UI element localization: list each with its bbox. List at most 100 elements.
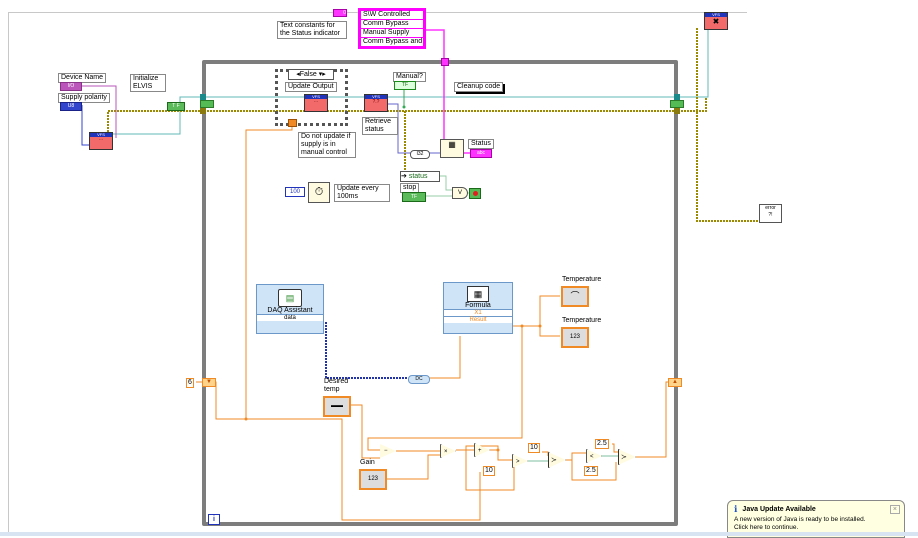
subtract-node-outline: −	[384, 448, 388, 454]
simple-error-handler-icon[interactable]: error?!	[759, 204, 782, 223]
shift-register-left	[200, 100, 214, 108]
wire-status-or	[438, 175, 452, 191]
daq-assistant-block[interactable]: ▤ DAQ Assistant data	[256, 284, 324, 334]
wait-ms-constant[interactable]: 100	[285, 187, 305, 197]
wire-junction	[520, 324, 524, 328]
unbundle-status: ➔ status	[400, 171, 440, 182]
initialize-elvis-vi[interactable]: VFS⋯	[89, 132, 113, 150]
status-tunnel	[441, 58, 449, 66]
update-every-comment: Update every 100ms	[334, 184, 390, 202]
status-strings-array: S\W Controlled Comm Bypass Manual Supply…	[358, 8, 426, 49]
wire-sel1-lt	[571, 452, 586, 460]
device-name-control[interactable]: I/O	[60, 82, 82, 91]
notification-body-line2: Click here to continue.	[734, 524, 799, 531]
close-icon[interactable]: ×	[889, 505, 900, 514]
gain-label: Gain	[360, 459, 375, 466]
daq-icon: ▤	[278, 289, 302, 307]
text-constants-comment: Text constants for the Status indicator	[277, 21, 347, 39]
wire-formula-result	[512, 295, 560, 327]
status-string: S\W Controlled	[361, 11, 423, 19]
temperature-chart-indicator: ⌒	[561, 286, 589, 307]
formula-input-x1[interactable]: X1	[444, 309, 512, 316]
desired-temp-slider[interactable]: ▬▬	[323, 396, 351, 417]
wire-device-name	[82, 85, 117, 138]
status-string: Comm Bypass and	[361, 38, 423, 46]
dynamic-data-converter: DC	[408, 375, 430, 384]
close-elvis-vi[interactable]: VFS✖	[704, 12, 728, 30]
boolean-constant[interactable]: T F	[167, 102, 185, 111]
lower-compare-constant[interactable]: 2.5	[584, 466, 598, 476]
tunnel-error-in	[200, 108, 206, 114]
or-gate: V	[452, 187, 468, 199]
wire-status-strings	[424, 29, 445, 146]
info-icon: ℹ	[734, 504, 738, 514]
temperature-numeric-indicator: 123	[561, 327, 589, 348]
wire-reference	[112, 28, 709, 135]
desired-temp-label: Desired temp	[324, 378, 349, 393]
compare-limit-constant[interactable]: 10	[483, 466, 495, 476]
wire-sel1-out	[566, 459, 617, 481]
loop-condition-terminal[interactable]	[469, 188, 481, 199]
wait-metronome-icon: ⏱	[308, 182, 330, 203]
shift-register-right	[670, 100, 684, 108]
update-output-label: Update Output	[285, 82, 337, 92]
shift-register-orange-left: ▼	[202, 378, 216, 387]
lower-limit-constant[interactable]: 2.5	[595, 439, 609, 449]
do-not-update-comment: Do not update if supply is in manual con…	[298, 132, 356, 158]
shift-init-constant[interactable]: 6	[186, 378, 194, 388]
while-loop[interactable]	[202, 60, 678, 526]
retrieve-status-comment: Retrieve status	[362, 117, 398, 135]
status-indicator-label: Status	[468, 139, 494, 149]
stop-button-terminal[interactable]: TF	[402, 192, 426, 202]
notification-title: Java Update Available	[742, 506, 816, 513]
formula-calculator-icon: ▦	[467, 286, 489, 302]
daq-data-output[interactable]: data	[257, 314, 323, 321]
wire-25-sel2	[612, 443, 618, 453]
gain-control[interactable]: 123	[359, 469, 387, 490]
status-indicator: abc	[470, 149, 492, 158]
wire-add-feedback	[490, 449, 512, 461]
temperature-numeric-label: Temperature	[562, 317, 602, 324]
wire-formula-numeric	[539, 326, 560, 337]
retrieve-status-vi[interactable]: VFS?.?	[364, 94, 388, 112]
wire-daq-data	[322, 322, 408, 379]
i32-conversion: I32	[410, 150, 430, 159]
initialize-elvis-comment: Initialize ELVIS	[130, 74, 166, 92]
iteration-terminal: i	[208, 514, 220, 525]
status-string: Manual Supply	[361, 29, 423, 37]
update-output-vi[interactable]: VFS⋯	[304, 94, 328, 112]
manual-indicator: TF	[394, 81, 416, 90]
cleanup-code-comment: Cleanup code	[454, 82, 504, 92]
formula-output-result[interactable]: Result	[444, 316, 512, 323]
wire-gain	[382, 454, 440, 480]
wire-desired	[350, 404, 380, 459]
device-name-label: Device Name	[58, 73, 107, 83]
wire-shift-loop	[214, 381, 481, 521]
status-element: status	[408, 173, 428, 180]
case-selector-terminal	[288, 119, 297, 127]
formula-block[interactable]: ▦ Formula X1 Result	[443, 282, 513, 334]
wire-junction	[496, 448, 500, 452]
case-selector-value: False	[299, 71, 317, 78]
upper-limit-constant[interactable]: 10	[528, 443, 540, 453]
case-selector[interactable]: ◂False ▾▸	[288, 69, 334, 80]
wire-junction	[402, 105, 406, 109]
tunnel-reference-in	[200, 94, 206, 100]
taskbar-edge	[0, 532, 918, 536]
java-update-notification[interactable]: ℹ Java Update Available × A new version …	[727, 500, 905, 538]
wire-add-loop	[465, 445, 515, 491]
wire-polarity	[81, 105, 92, 146]
tunnel-reference-out	[674, 94, 680, 100]
subtract-node	[380, 444, 396, 458]
status-array-index: 0	[333, 9, 347, 17]
shift-register-orange-right: ▲	[668, 378, 682, 387]
temperature-chart-label: Temperature	[562, 276, 602, 283]
wire-junction	[538, 324, 542, 328]
wire-junction	[244, 417, 248, 421]
supply-polarity-label: Supply polarity	[58, 93, 110, 103]
index-array-node[interactable]: ▦	[440, 139, 464, 158]
tunnel-error-out	[674, 108, 680, 114]
supply-polarity-control[interactable]: U8	[60, 102, 82, 111]
wire-formula-down	[367, 326, 523, 451]
daq-assistant-title: DAQ Assistant	[267, 307, 313, 314]
